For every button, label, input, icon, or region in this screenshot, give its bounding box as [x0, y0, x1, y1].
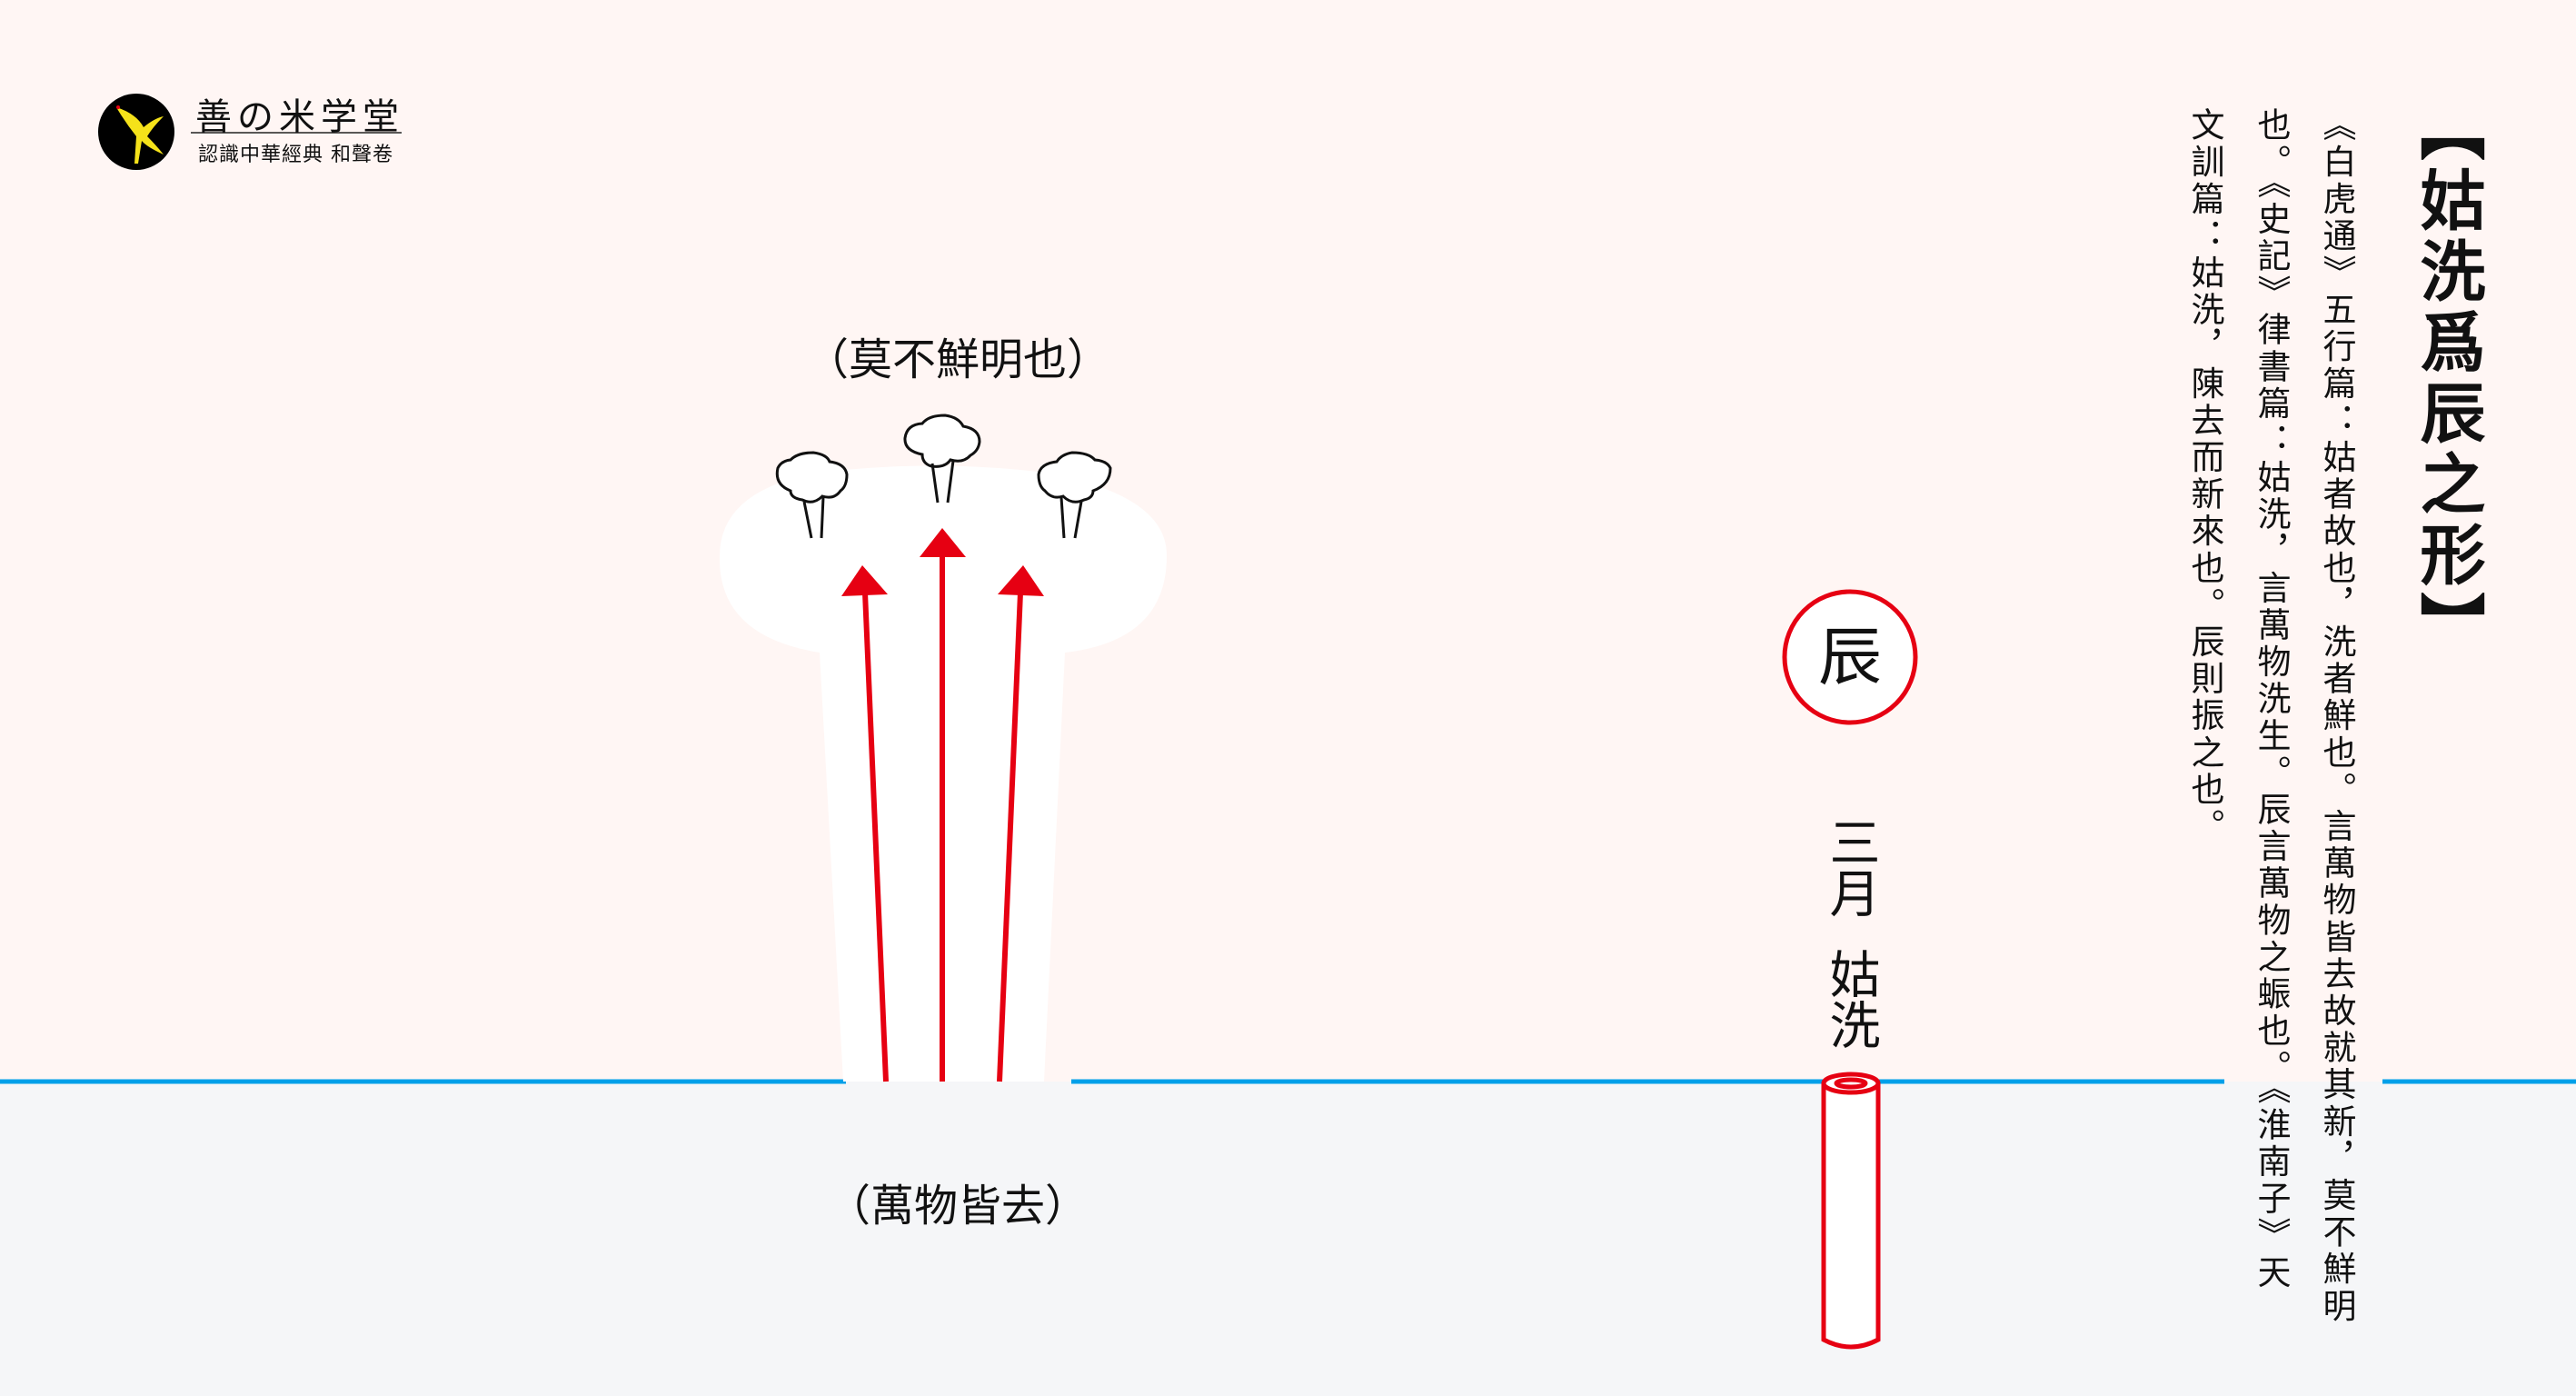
logo-subtitle: 認識中華經典 和聲卷	[198, 144, 393, 166]
ground-area	[0, 1082, 2576, 1396]
logo-phoenix-icon	[98, 94, 174, 170]
bottom-label: （萬物皆去）	[826, 1181, 1089, 1231]
sidebar-title: 【姑洗爲辰之形】	[2409, 95, 2486, 663]
cloud-icons	[775, 414, 1112, 539]
arrow-center-icon	[920, 528, 966, 1082]
growth-arrows	[841, 528, 1044, 1082]
quote-column-2: 也。《史記》律書篇：姑洗，言萬物洗生。辰言萬物之蜄也。《淮南子》天	[2252, 107, 2291, 1291]
cloud-icon-right	[1037, 451, 1112, 539]
pitch-pipe-icon	[1821, 1072, 1881, 1350]
cloud-icon-center	[903, 414, 981, 504]
arrow-right-icon	[997, 565, 1044, 1082]
quote-column-1: 《白虎通》五行篇：姑者故也，洗者鮮也。言萬物皆去故就其新，莫不鮮明	[2317, 107, 2356, 1325]
quote-column-3: 文訓篇：姑洗，陳去而新來也。辰則振之也。	[2185, 107, 2224, 845]
top-label: （莫不鮮明也）	[804, 334, 1111, 385]
logo-title: 善の米学堂	[195, 96, 404, 138]
cloud-icon-left	[775, 451, 849, 539]
pitch-name-label: 姑洗	[1821, 948, 1880, 1050]
month-label: 三月	[1821, 816, 1880, 918]
arrow-left-icon	[841, 565, 889, 1082]
branch-character: 辰	[1818, 620, 1882, 694]
chen-circle	[1782, 589, 1918, 725]
